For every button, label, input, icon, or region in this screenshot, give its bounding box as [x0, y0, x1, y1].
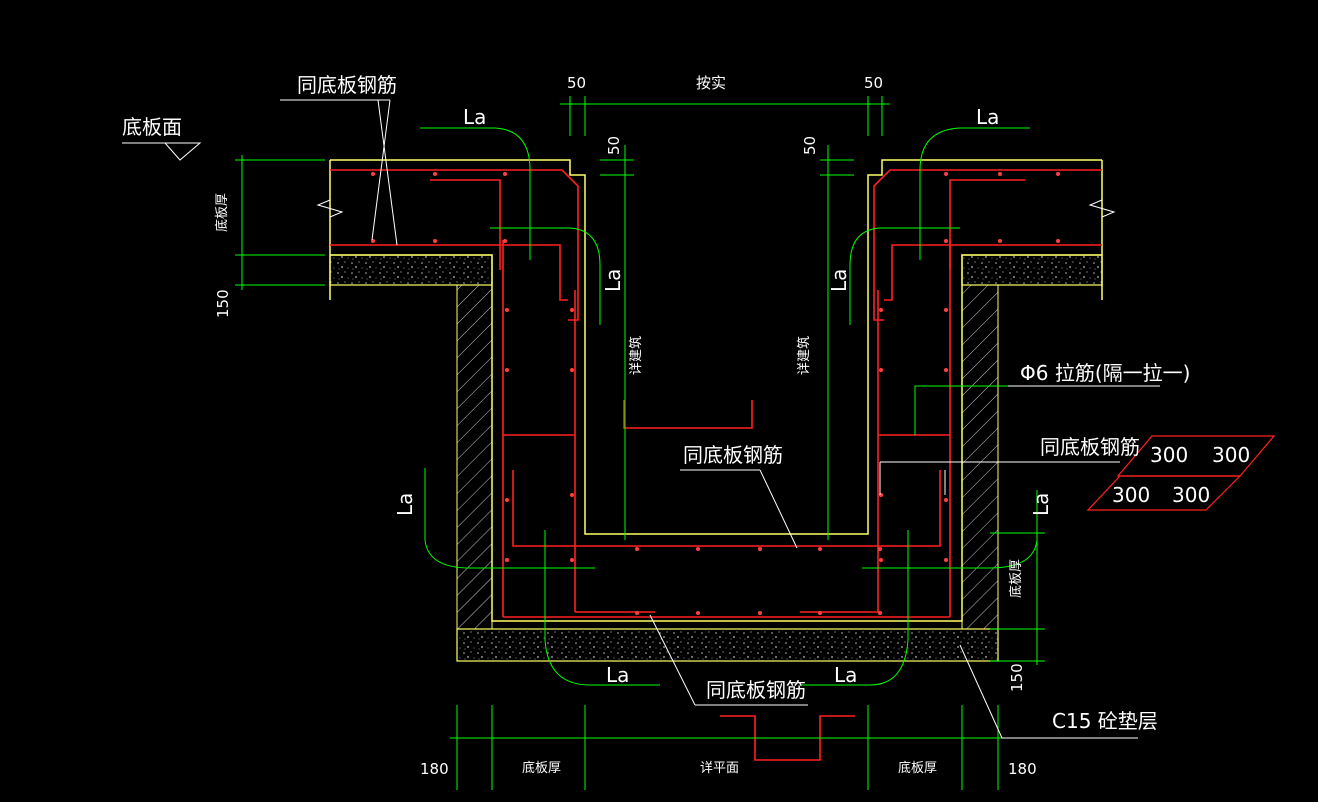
dim-inner-depth-left: 详建筑	[628, 336, 644, 375]
cushion-bottom	[456, 628, 999, 662]
top-left-rebar-label: 同底板钢筋	[297, 73, 397, 97]
slab-top-label: 底板面	[122, 115, 182, 139]
bottom-rebar-label: 同底板钢筋	[706, 678, 806, 702]
la-bottom-right: La	[834, 663, 857, 687]
rebar	[330, 169, 1102, 761]
pattern-300-c: 300	[1112, 483, 1150, 507]
la-inner-right: La	[827, 269, 851, 292]
la-side-right: La	[1029, 493, 1053, 516]
dimension-text: 50 按实 50 50 50 底板厚 150 详建筑 详建筑 底板厚 150 1…	[214, 74, 1037, 778]
cushion-label: C15 砼垫层	[1052, 709, 1158, 733]
la-bottom-left: La	[606, 663, 629, 687]
dim-bottom-plan: 详平面	[700, 761, 739, 776]
hatch-right	[961, 284, 999, 630]
text-labels: 同底板钢筋 底板面 La La La La La La La La Φ6 拉筋(…	[122, 73, 1250, 733]
dim-bottom-180-left: 180	[420, 760, 449, 778]
pattern-300-d: 300	[1172, 483, 1210, 507]
dim-inner-depth-right: 详建筑	[796, 336, 812, 375]
rebar-dots	[371, 172, 1060, 615]
concrete-outline	[329, 159, 1103, 622]
dim-cushion-right-150: 150	[1008, 663, 1026, 692]
pattern-300-b: 300	[1212, 443, 1250, 467]
pattern-300-a: 300	[1150, 443, 1188, 467]
la-side-left: La	[393, 493, 417, 516]
tie-bar-label: Φ6 拉筋(隔一拉一)	[1020, 361, 1190, 385]
la-inner-left: La	[601, 269, 625, 292]
la-top-left: La	[463, 105, 486, 129]
hatch-left	[456, 284, 493, 630]
dim-bottom-slab-left: 底板厚	[522, 760, 561, 776]
dim-bottom-slab-right: 底板厚	[898, 760, 937, 776]
dim-top-50-right: 50	[864, 74, 883, 92]
dim-inner-50-right: 50	[801, 136, 819, 155]
dim-slab-thickness-right: 底板厚	[1008, 559, 1024, 598]
dim-top-50-left: 50	[567, 74, 586, 92]
dim-top-width: 按实	[696, 74, 726, 92]
leader-lines	[122, 99, 1160, 739]
cushion-left	[329, 254, 493, 286]
center-rebar-label: 同底板钢筋	[683, 443, 783, 467]
dim-bottom-180-right: 180	[1008, 760, 1037, 778]
spacing-pattern	[1086, 435, 1276, 511]
dimension-lines	[235, 96, 1045, 790]
la-top-right: La	[976, 105, 999, 129]
hatched-walls	[456, 284, 999, 630]
dim-cushion-left-150: 150	[214, 289, 232, 318]
break-lines	[316, 199, 1116, 218]
cushion-right	[961, 254, 1103, 286]
dim-inner-50-left: 50	[605, 136, 623, 155]
dim-slab-thickness-left: 底板厚	[214, 193, 230, 232]
right-rebar-label: 同底板钢筋	[1040, 435, 1140, 459]
